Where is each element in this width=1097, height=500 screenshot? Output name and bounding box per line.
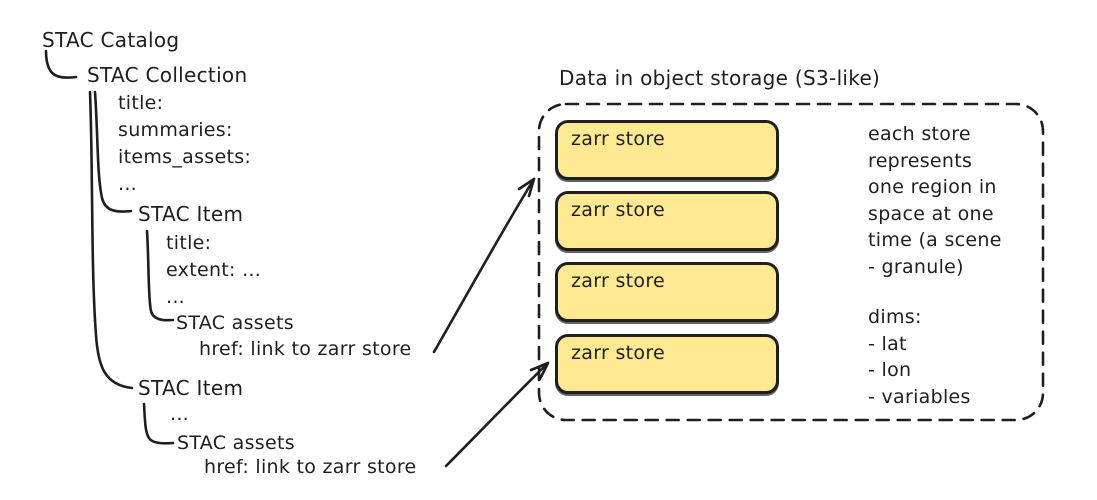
arrow-href1-head — [517, 177, 536, 198]
object-storage-title: Data in object storage (S3-like) — [559, 66, 881, 90]
item1-href-label: href: link to zarr store — [199, 338, 412, 360]
item1-fields: title: extent: ... ... — [166, 230, 261, 311]
connector-item2-to-assets — [142, 402, 175, 445]
dims-note-line: - lon — [868, 359, 912, 381]
zarr-store-box-3: zarr store — [555, 262, 779, 322]
arrow-href1-to-store — [432, 177, 536, 354]
stac-collection-label: STAC Collection — [87, 63, 248, 87]
store-note-line: time (a scene — [868, 229, 1002, 251]
collection-field-ellipsis: ... — [118, 173, 138, 195]
dims-note-line: dims: — [868, 306, 922, 328]
zarr-store-label: zarr store — [571, 342, 666, 364]
dims-note: dims: - lat - lon - variables — [868, 304, 971, 410]
arrow-href2-to-store — [444, 361, 550, 468]
arrow-href2-head — [529, 361, 550, 381]
stac-item1-label: STAC Item — [138, 202, 244, 226]
item1-field-ellipsis: ... — [166, 286, 186, 308]
collection-field-summaries: summaries: — [118, 119, 233, 141]
connector-catalog-to-collection — [44, 49, 78, 79]
item1-field-title: title: — [166, 232, 212, 254]
stac-item2-label: STAC Item — [138, 376, 244, 400]
item2-field-ellipsis: ... — [170, 403, 190, 425]
zarr-store-label: zarr store — [571, 270, 666, 292]
item2-assets-label: STAC assets — [177, 432, 295, 454]
zarr-store-label: zarr store — [571, 128, 666, 150]
dims-note-line: - variables — [868, 385, 971, 408]
zarr-store-box-4: zarr store — [555, 334, 779, 394]
store-note-line: each store — [868, 123, 971, 145]
zarr-store-box-2: zarr store — [555, 191, 779, 251]
store-note: each store represents one region in spac… — [868, 121, 1002, 280]
collection-fields: title: summaries: items_assets: ... — [118, 90, 251, 198]
store-note-line: space at one — [868, 202, 994, 225]
stac-catalog-label: STAC Catalog — [42, 28, 180, 52]
collection-field-items-assets: items_assets: — [118, 146, 252, 168]
zarr-store-label: zarr store — [571, 199, 666, 221]
item1-field-extent: extent: ... — [166, 259, 262, 281]
dims-note-line: - lat — [868, 332, 907, 355]
store-note-line: one region in — [868, 176, 997, 198]
item2-href-label: href: link to zarr store — [204, 456, 417, 478]
store-note-line: - granule) — [868, 255, 964, 278]
zarr-store-box-1: zarr store — [555, 120, 779, 180]
store-note-line: represents — [868, 149, 973, 172]
collection-field-title: title: — [118, 92, 164, 114]
item1-assets-label: STAC assets — [176, 312, 294, 334]
